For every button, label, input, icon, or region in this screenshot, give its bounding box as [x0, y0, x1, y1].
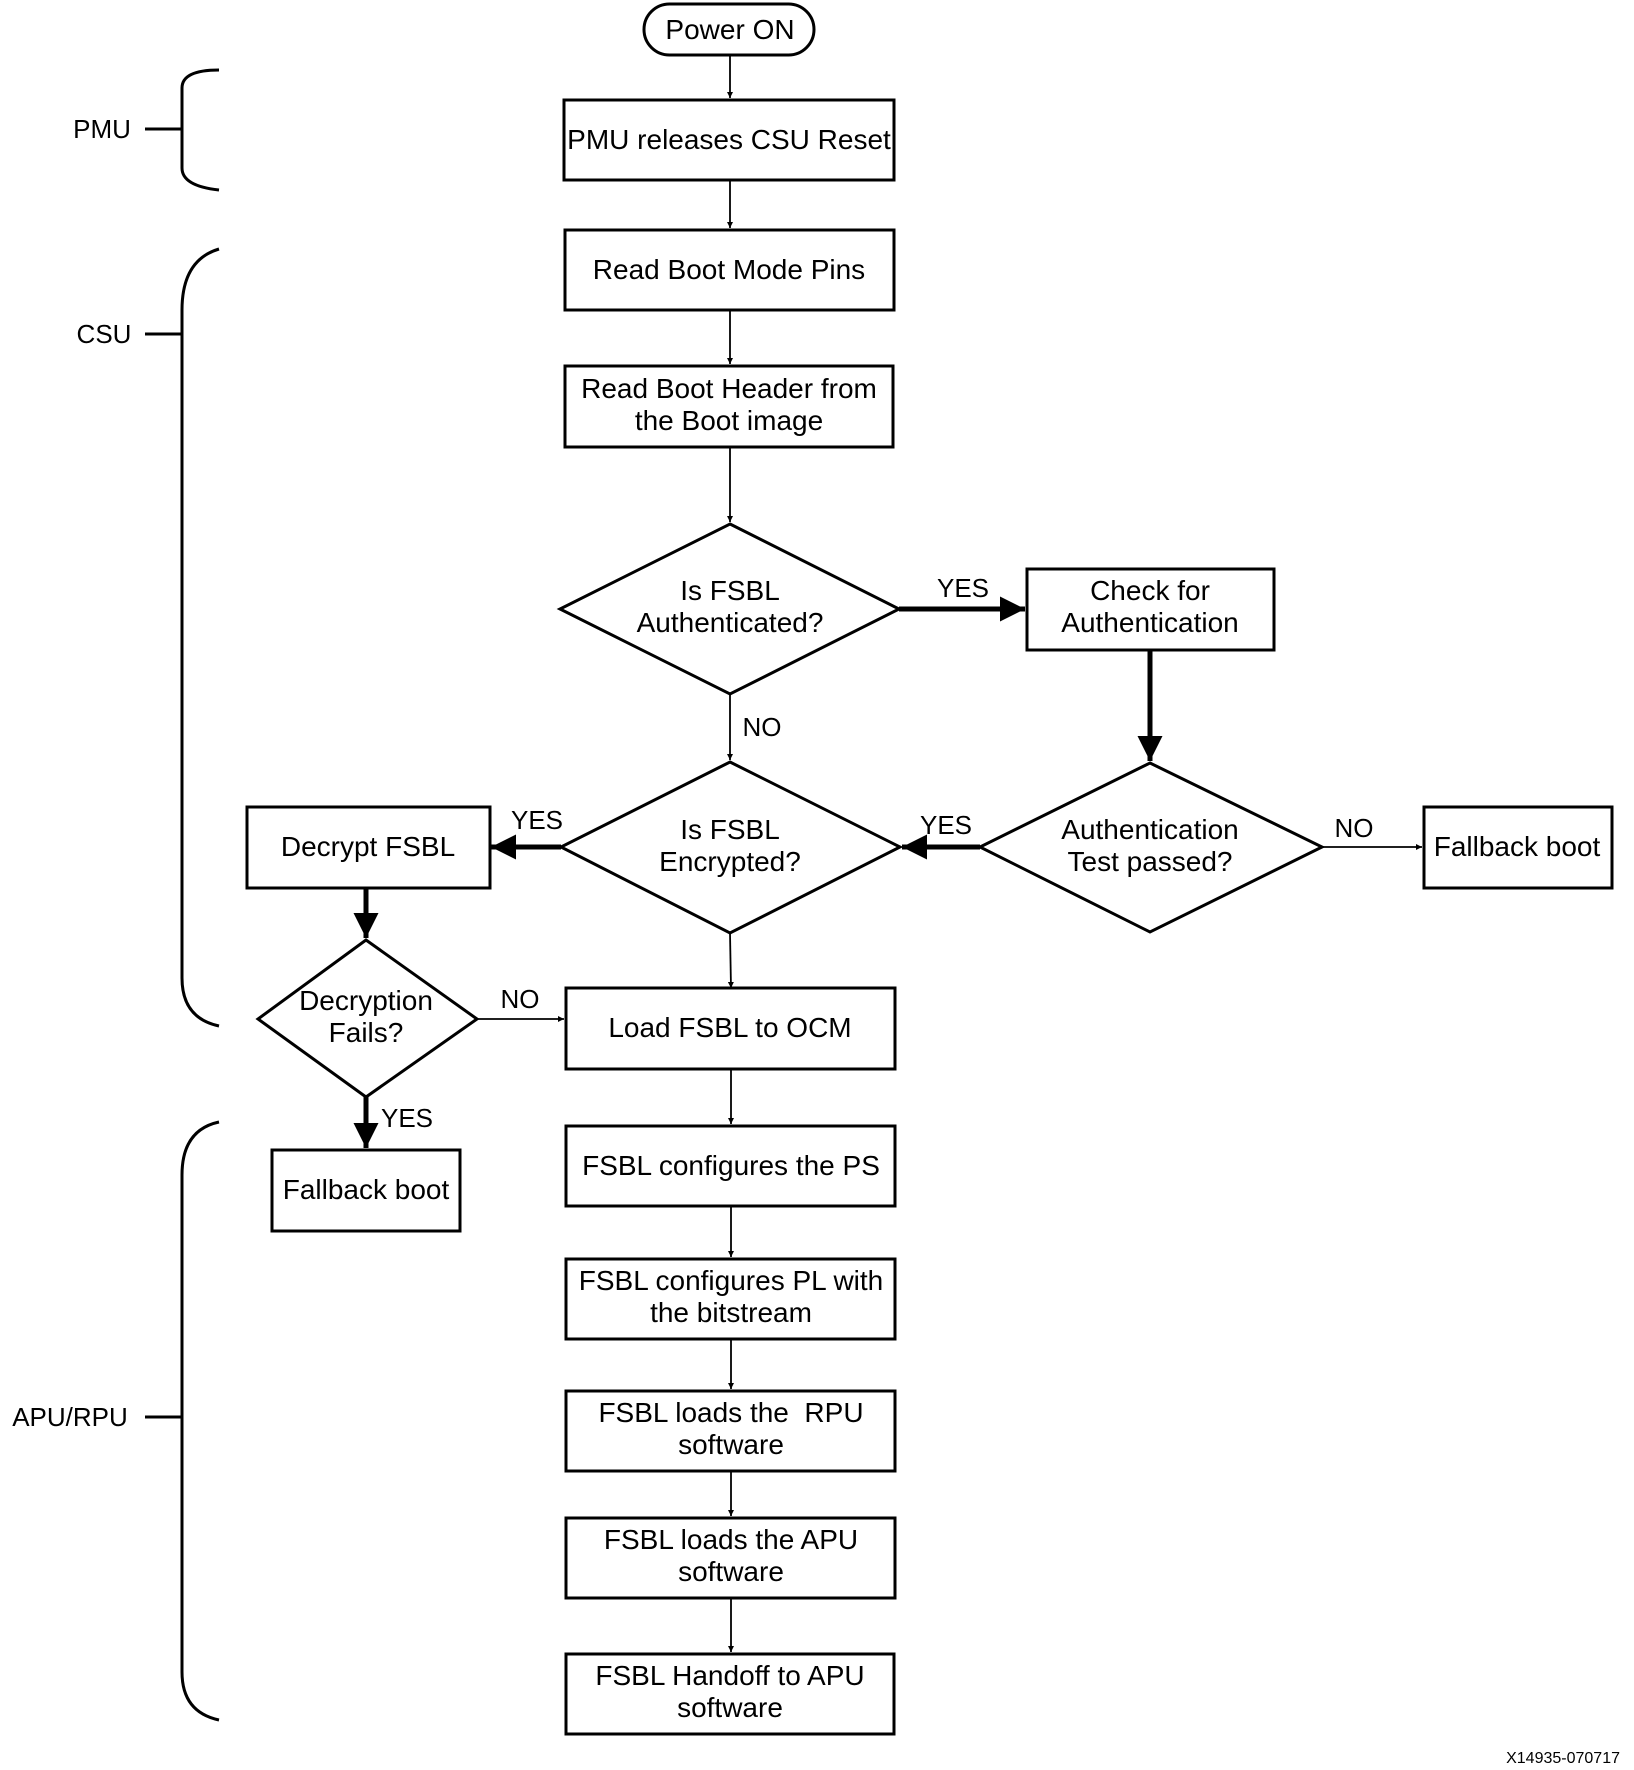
node-decryption-fails: Decryption Fails?: [255, 938, 480, 1099]
node-is-auth-line1: Is FSBL: [680, 575, 780, 606]
node-load-ocm-text: Load FSBL to OCM: [608, 1012, 851, 1043]
auth-no-label: NO: [743, 712, 782, 742]
thick-connectors: [353, 596, 1163, 1148]
node-fallback-left-text: Fallback boot: [283, 1174, 450, 1205]
passed-no-label: NO: [1335, 813, 1374, 843]
node-load-rpu: FSBL loads the RPU software: [564, 1389, 897, 1473]
dec-no-label: NO: [501, 984, 540, 1014]
node-configure-pl: FSBL configures PL with the bitstream: [564, 1257, 897, 1341]
figure-id: X14935-070717: [1506, 1750, 1620, 1767]
enc-yes-label: YES: [511, 805, 563, 835]
node-is-enc-line2: Encrypted?: [659, 846, 801, 877]
node-auth-passed: Authentication Test passed?: [976, 761, 1326, 934]
csu-label: CSU: [77, 319, 132, 349]
dec-yes-label: YES: [381, 1103, 433, 1133]
node-is-enc-line1: Is FSBL: [680, 814, 780, 845]
node-power-on: Power ON: [642, 2, 816, 57]
node-configure-pl-line2: the bitstream: [650, 1297, 812, 1328]
apu-rpu-label: APU/RPU: [12, 1402, 128, 1432]
node-load-rpu-line2: software: [678, 1429, 784, 1460]
node-handoff-line2: software: [677, 1692, 783, 1723]
node-read-header: Read Boot Header from the Boot image: [563, 364, 895, 449]
node-is-encrypted: Is FSBL Encrypted?: [557, 760, 904, 935]
node-configure-ps: FSBL configures the PS: [564, 1124, 897, 1208]
node-pmu-release-text: PMU releases CSU Reset: [567, 124, 891, 155]
node-handoff-line1: FSBL Handoff to APU: [595, 1660, 864, 1691]
node-auth-passed-line1: Authentication: [1061, 814, 1238, 845]
node-handoff: FSBL Handoff to APU software: [564, 1652, 896, 1736]
node-dec-fails-line1: Decryption: [299, 985, 433, 1016]
pmu-brace: PMU: [73, 68, 220, 192]
pmu-label: PMU: [73, 114, 131, 144]
node-read-header-line1: Read Boot Header from: [581, 373, 877, 404]
node-check-auth: Check for Authentication: [1025, 567, 1276, 652]
node-dec-fails-line2: Fails?: [329, 1017, 404, 1048]
csu-brace: CSU: [77, 247, 220, 1028]
node-is-authenticated: Is FSBL Authenticated?: [556, 522, 903, 696]
node-check-auth-line1: Check for: [1090, 575, 1210, 606]
node-configure-ps-text: FSBL configures the PS: [582, 1150, 880, 1181]
node-load-apu-line1: FSBL loads the APU: [604, 1524, 858, 1555]
node-power-on-text: Power ON: [665, 14, 794, 45]
node-read-pins-text: Read Boot Mode Pins: [593, 254, 865, 285]
node-read-header-line2: the Boot image: [635, 405, 823, 436]
node-decrypt-text: Decrypt FSBL: [281, 831, 455, 862]
node-load-apu-line2: software: [678, 1556, 784, 1587]
apu-rpu-brace: APU/RPU: [12, 1120, 220, 1722]
passed-yes-label: YES: [920, 810, 972, 840]
node-fallback-left: Fallback boot: [270, 1148, 462, 1233]
node-is-auth-line2: Authenticated?: [637, 607, 824, 638]
node-load-apu: FSBL loads the APU software: [564, 1516, 897, 1600]
node-fallback-right-text: Fallback boot: [1434, 831, 1601, 862]
node-check-auth-line2: Authentication: [1061, 607, 1238, 638]
node-fallback-right: Fallback boot: [1422, 805, 1614, 890]
node-auth-passed-line2: Test passed?: [1068, 846, 1233, 877]
node-configure-pl-line1: FSBL configures PL with: [579, 1265, 884, 1296]
auth-yes-label: YES: [937, 573, 989, 603]
connectors: [477, 55, 1422, 1652]
node-load-rpu-line1: FSBL loads the RPU: [598, 1397, 863, 1428]
node-decrypt: Decrypt FSBL: [245, 805, 492, 890]
node-read-pins: Read Boot Mode Pins: [563, 228, 896, 312]
node-load-ocm: Load FSBL to OCM: [564, 986, 897, 1071]
node-pmu-release: PMU releases CSU Reset: [562, 98, 896, 182]
